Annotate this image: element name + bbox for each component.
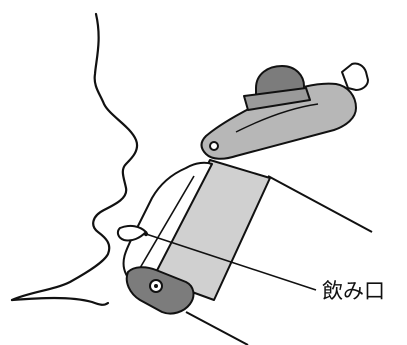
clip-pivot-center [154, 284, 158, 288]
lid-tab [342, 63, 368, 90]
spout-callout-label: 飲み口 [322, 281, 385, 302]
chin-line [12, 298, 108, 305]
face-profile [12, 14, 137, 300]
lid-hinge [210, 142, 218, 150]
